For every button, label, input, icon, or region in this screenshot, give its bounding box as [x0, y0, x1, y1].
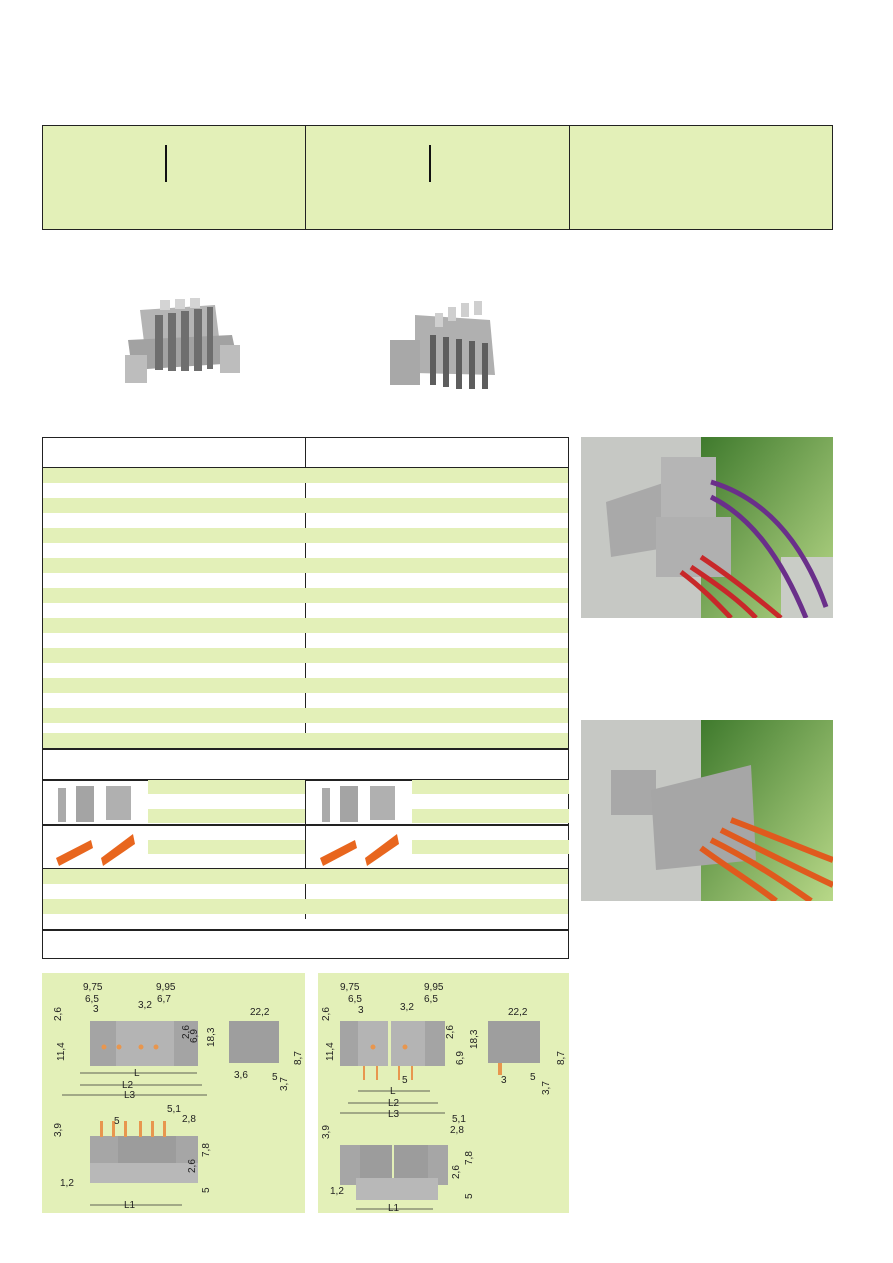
dim-label: 22,2: [250, 1007, 270, 1018]
dim-label: 6,5: [85, 994, 99, 1005]
accessory-row: [148, 840, 305, 854]
section-rule: [43, 748, 568, 750]
dim-label: 1,2: [330, 1186, 344, 1197]
accessory-row: [412, 780, 569, 794]
accessory-row: [412, 840, 569, 854]
dim-label: 2,6: [445, 1025, 456, 1039]
dim-label: 7,8: [201, 1143, 212, 1157]
dim-label: 3,2: [400, 1002, 414, 1013]
drawing-shapes: [62, 1021, 279, 1206]
dim-label: 7,8: [464, 1151, 475, 1165]
dim-label: 18,3: [469, 1029, 480, 1049]
dim-label: 8,7: [556, 1051, 567, 1065]
dimension-drawing-left: 9,75 9,95 6,5 6,7 3 3,2 2,6 11,4 2,6 6,9…: [42, 973, 305, 1213]
section-rule: [43, 868, 568, 870]
table-row: [43, 733, 568, 748]
dim-label: 18,3: [206, 1027, 217, 1047]
dim-label: 5,1: [452, 1114, 466, 1125]
dim-label: 9,95: [156, 982, 176, 993]
dim-label: 6,7: [157, 994, 171, 1005]
dim-label: 3: [93, 1004, 99, 1015]
dim-label: 3: [501, 1075, 507, 1086]
section-rule: [43, 824, 568, 826]
dim-label: L1: [388, 1203, 400, 1214]
plug-thumbnails: [58, 786, 131, 822]
application-photo-2: [581, 720, 833, 901]
dim-label: 3,9: [321, 1125, 332, 1139]
dim-label: 5: [114, 1116, 120, 1127]
product-image-female-connector: [125, 298, 240, 383]
accessory-row: [412, 809, 569, 823]
dim-label: 2,6: [321, 1007, 332, 1021]
application-photo-1: [581, 437, 833, 618]
header-info-box: [42, 125, 833, 230]
dim-label: 5: [464, 1193, 475, 1199]
dim-label: 2,6: [53, 1007, 64, 1021]
dim-label: 2,8: [450, 1125, 464, 1136]
dim-label: 8,7: [293, 1051, 304, 1065]
marker-bar: [429, 145, 431, 182]
dimension-drawing-right: 9,75 9,95 6,5 6,5 3 3,2 2,6 11,4 2,6 6,9…: [318, 973, 569, 1214]
dim-label: 3: [358, 1005, 364, 1016]
table-row: [43, 648, 568, 663]
table-row: [43, 869, 568, 884]
table-row: [43, 588, 568, 603]
accessory-row: [148, 780, 305, 794]
table-row: [43, 498, 568, 513]
dim-label: 5: [201, 1187, 212, 1193]
dim-label: 5: [402, 1075, 408, 1086]
column-divider: [305, 126, 306, 229]
header-rule: [43, 467, 568, 469]
accessory-row: [148, 809, 305, 823]
dim-label: 5: [530, 1072, 536, 1083]
table-row: [43, 558, 568, 573]
dim-label: 3,7: [279, 1077, 290, 1091]
dim-label: 5: [272, 1072, 278, 1083]
table-row: [43, 468, 568, 483]
dim-label: L: [134, 1068, 140, 1079]
dim-label: L2: [122, 1080, 134, 1091]
dim-label: 3,2: [138, 1000, 152, 1011]
dim-label: 11,4: [56, 1042, 67, 1061]
dim-label: 6,5: [424, 994, 438, 1005]
dim-label: 6,9: [189, 1029, 200, 1043]
dim-label: 1,2: [60, 1178, 74, 1189]
table-row: [43, 618, 568, 633]
drawing-shapes: [340, 1021, 540, 1210]
marker-bar: [165, 145, 167, 182]
table-row: [43, 528, 568, 543]
column-divider: [305, 780, 306, 919]
dim-label: L1: [124, 1200, 136, 1211]
dim-label: 9,95: [424, 982, 444, 993]
marker-strip-thumbnails: [56, 834, 135, 866]
plug-thumbnails: [322, 786, 395, 822]
dim-label: 2,8: [182, 1114, 196, 1125]
dim-label: L3: [124, 1090, 136, 1101]
column-divider: [569, 126, 570, 229]
section-rule: [43, 779, 568, 781]
order-table: [42, 437, 569, 959]
dim-label: 22,2: [508, 1007, 528, 1018]
dim-label: 6,5: [348, 994, 362, 1005]
dim-label: 3,6: [234, 1070, 248, 1081]
dim-label: L: [390, 1086, 396, 1097]
dim-label: 2,6: [451, 1165, 462, 1179]
table-row: [43, 899, 568, 914]
table-row: [43, 678, 568, 693]
dim-label: 9,75: [340, 982, 360, 993]
dim-label: 5,1: [167, 1104, 181, 1115]
table-row: [43, 708, 568, 723]
dim-label: 3,7: [541, 1081, 552, 1095]
section-rule: [43, 929, 568, 931]
dim-label: L2: [388, 1098, 400, 1109]
dim-label: 2,6: [187, 1159, 198, 1173]
dim-label: 9,75: [83, 982, 103, 993]
dim-label: L3: [388, 1109, 400, 1120]
product-image-male-connector: [390, 301, 495, 389]
dim-label: 3,9: [53, 1123, 64, 1137]
marker-strip-thumbnails: [320, 834, 399, 866]
dim-label: 6,9: [455, 1051, 466, 1065]
dim-label: 11,4: [325, 1042, 336, 1061]
